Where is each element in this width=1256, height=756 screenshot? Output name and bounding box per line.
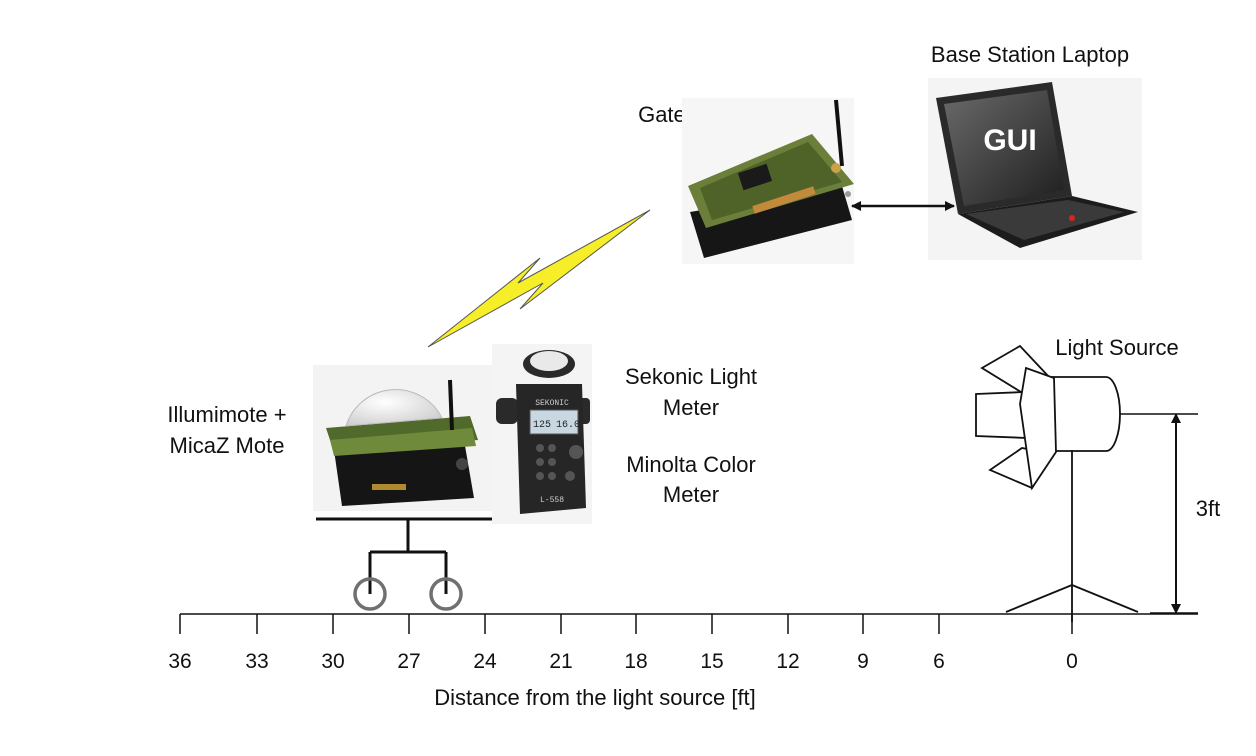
axis-tick-label: 30 xyxy=(321,650,344,673)
meter-left-value: 125 xyxy=(533,420,551,431)
light-source-label: Light Source xyxy=(1055,335,1179,360)
axis-tick-label: 36 xyxy=(168,650,191,673)
light-source-icon xyxy=(975,344,1139,622)
axis-tick-label: 27 xyxy=(397,650,420,673)
axis-ticks: 36 33 30 27 24 21 18 15 12 9 6 0 xyxy=(168,614,1078,673)
axis-tick-label: 6 xyxy=(933,650,945,673)
axis-tick-label: 21 xyxy=(549,650,572,673)
meter-brand: SEKONIC xyxy=(535,399,569,408)
illumimote-label-line2: MicaZ Mote xyxy=(170,433,285,458)
light-meter-icon: SEKONIC 125 16.0 L-558 xyxy=(492,344,592,524)
axis-tick-label: 9 xyxy=(857,650,869,673)
axis-tick-label: 15 xyxy=(700,650,723,673)
gateway-mote-icon xyxy=(682,98,854,264)
axis-title: Distance from the light source [ft] xyxy=(434,685,756,710)
wireless-lightning-icon xyxy=(427,209,651,348)
cart-stand xyxy=(316,517,494,611)
height-dimension xyxy=(1120,413,1198,614)
illumimote-label-line1: Illumimote + xyxy=(167,402,286,427)
meter-right-value: 16.0 xyxy=(556,420,580,431)
distance-axis: 36 33 30 27 24 21 18 15 12 9 6 0 xyxy=(168,613,1198,673)
cart-wheel-right xyxy=(429,577,463,611)
base-station-label: Base Station Laptop xyxy=(931,42,1129,67)
meter-model: L-558 xyxy=(540,496,564,505)
sekonic-label-line2: Meter xyxy=(663,395,719,420)
minolta-label-line2: Meter xyxy=(663,482,719,507)
axis-tick-label: 12 xyxy=(776,650,799,673)
sekonic-label-line1: Sekonic Light xyxy=(625,364,757,389)
laptop-icon: GUI xyxy=(928,78,1142,260)
illumimote-mote-icon xyxy=(313,365,493,511)
cart-wheel-left xyxy=(353,577,387,611)
gui-label: GUI xyxy=(983,124,1036,157)
axis-tick-label: 24 xyxy=(473,650,497,673)
height-label: 3ft xyxy=(1196,496,1220,521)
axis-tick-label: 33 xyxy=(245,650,268,673)
axis-tick-label: 18 xyxy=(624,650,647,673)
minolta-label-line1: Minolta Color xyxy=(626,452,756,477)
axis-tick-label: 0 xyxy=(1066,650,1078,673)
